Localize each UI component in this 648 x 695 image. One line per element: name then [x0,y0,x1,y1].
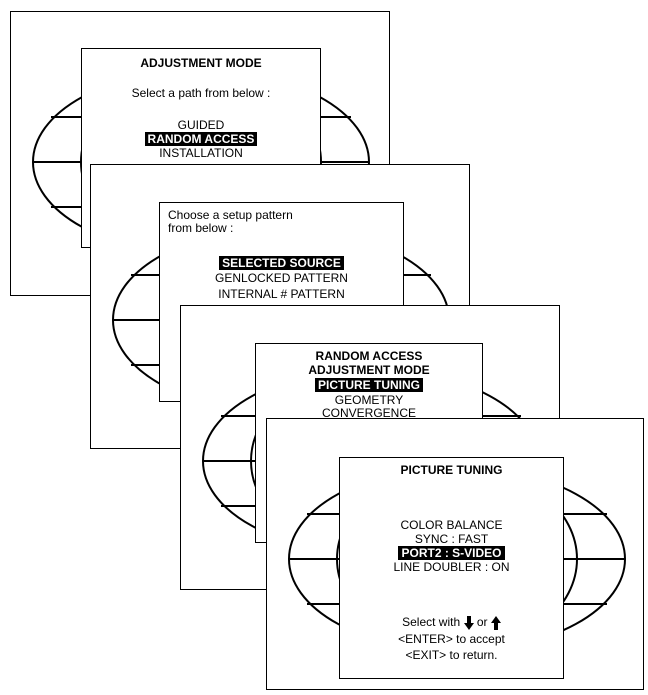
menu-item-line-doubler[interactable]: LINE DOUBLER : ON [393,560,510,574]
hint-select: Select with or [340,616,563,630]
hint-or: or [476,615,488,630]
menu-item-geometry[interactable]: GEOMETRY [334,393,404,407]
arrow-down-icon [463,616,474,630]
menu-item-genlocked-pattern[interactable]: GENLOCKED PATTERN [215,271,348,285]
menu-item-internal-pattern[interactable]: INTERNAL # PATTERN [218,287,345,301]
menu-prompt: Select a path from below : [131,86,271,100]
menu-title: PICTURE TUNING [400,463,503,477]
screen-adjustment-mode: ADJUSTMENT MODE Select a path from below… [10,11,390,296]
menu-item-convergence[interactable]: CONVERGENCE [321,406,416,420]
menu-item-port2[interactable]: PORT2 : S-VIDEO [398,546,505,560]
menu-item-picture-tuning[interactable]: PICTURE TUNING [315,378,423,392]
menu-title-line2: ADJUSTMENT MODE [308,363,430,377]
hint-enter: <ENTER> to accept [398,632,505,646]
menu-title-line1: RANDOM ACCESS [315,349,423,363]
menu-item-random-access[interactable]: RANDOM ACCESS [144,132,258,146]
picture-tuning-menu: PICTURE TUNING COLOR BALANCE SYNC : FAST… [339,457,564,679]
menu-prompt-line1: Choose a setup pattern [168,208,293,222]
menu-title: ADJUSTMENT MODE [140,56,262,70]
menu-item-guided[interactable]: GUIDED [177,118,225,132]
menu-item-selected-source[interactable]: SELECTED SOURCE [219,256,344,270]
menu-prompt-line2: from below : [168,221,234,235]
hint-select-prefix: Select with [402,615,461,630]
arrow-up-icon [490,616,501,630]
hint-exit: <EXIT> to return. [405,648,498,662]
menu-item-sync[interactable]: SYNC : FAST [414,532,489,546]
menu-item-installation[interactable]: INSTALLATION [159,146,243,160]
screen-picture-tuning: PICTURE TUNING COLOR BALANCE SYNC : FAST… [266,418,644,690]
menu-item-color-balance[interactable]: COLOR BALANCE [400,518,503,532]
